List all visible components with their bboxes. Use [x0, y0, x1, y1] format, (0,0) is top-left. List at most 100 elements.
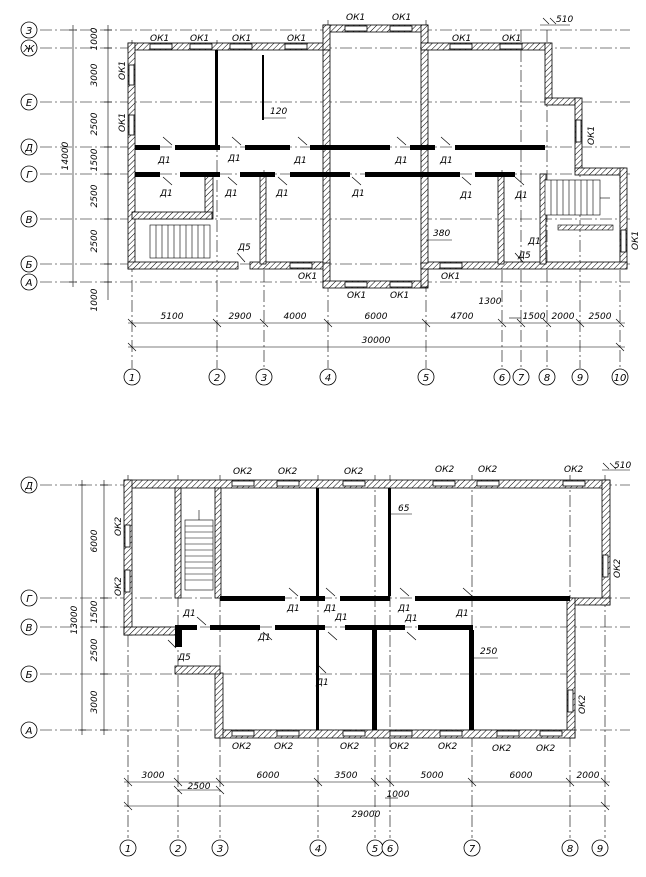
dim-text: 2500	[90, 184, 100, 207]
dim-text: 3000	[90, 63, 100, 86]
label-window-ok2: ОК2	[114, 577, 124, 596]
svg-text:1: 1	[129, 373, 135, 384]
label-window-ok2: ОК2	[344, 467, 363, 477]
col-axis-bubble: 2	[208, 368, 226, 386]
dim-text: 4000	[284, 312, 307, 322]
dim-text: 2500	[90, 112, 100, 135]
note-wall-510: 510	[556, 15, 573, 25]
lower-horizontal-dim-lines	[123, 777, 610, 811]
dim-text: 6000	[257, 771, 280, 781]
dim-text: 1300	[479, 297, 502, 307]
svg-text:8: 8	[544, 373, 550, 384]
svg-text:В: В	[26, 623, 33, 634]
label-window-ok2: ОК2	[492, 744, 511, 754]
dim-text: 3000	[90, 690, 100, 713]
note-wall-380: 380	[433, 229, 450, 239]
svg-text:Д: Д	[24, 481, 33, 492]
svg-text:3: 3	[261, 373, 267, 384]
dim-text: 2000	[552, 312, 575, 322]
dim-text: 1000	[387, 790, 410, 800]
label-door-d1: Д1	[315, 678, 329, 688]
note-wall-250: 250	[480, 647, 497, 657]
row-axis-bubble: З	[20, 21, 38, 39]
upper-labels: ОК1 ОК1 ОК1 ОК1 ОК1 ОК1 ОК1 ОК1 ОК1 ОК1 …	[118, 13, 641, 301]
label-door-d1: Д1	[514, 191, 528, 201]
label-window-ok1: ОК1	[232, 34, 251, 44]
label-window-ok1: ОК1	[118, 61, 128, 80]
label-door-d1: Д1	[159, 189, 173, 199]
label-window-ok2: ОК2	[278, 467, 297, 477]
row-axis-bubble: Г	[20, 165, 38, 183]
dim-text: 5100	[161, 312, 184, 322]
svg-text:Б: Б	[26, 260, 33, 271]
label-window-ok1: ОК1	[346, 13, 365, 23]
svg-text:4: 4	[325, 373, 331, 384]
upper-exterior-walls	[127, 24, 628, 289]
upper-col-bubbles: 1 2 3 4 5 6 7 8 9 10	[123, 368, 629, 386]
svg-text:5: 5	[372, 844, 378, 855]
dim-text: 2900	[229, 312, 252, 322]
row-axis-bubble: Д	[20, 476, 38, 494]
label-window-ok1: ОК1	[118, 113, 128, 132]
svg-text:5: 5	[423, 373, 429, 384]
svg-text:6: 6	[499, 373, 505, 384]
label-door-d1: Д1	[334, 613, 348, 623]
label-door-d1: Д1	[527, 237, 541, 247]
label-window-ok2: ОК2	[564, 465, 583, 475]
svg-text:Б: Б	[26, 670, 33, 681]
label-window-ok2: ОК2	[390, 742, 409, 752]
label-door-d1: Д1	[455, 609, 469, 619]
col-axis-bubble: 9	[571, 368, 589, 386]
label-door-d1: Д1	[182, 609, 196, 619]
lower-leaders	[385, 462, 630, 799]
dim-text: 2500	[589, 312, 612, 322]
dim-text: 1500	[90, 148, 100, 171]
label-door-d5: Д5	[177, 653, 191, 663]
upper-corridor-walls	[135, 50, 545, 177]
note-partition-65: 65	[398, 504, 410, 514]
lower-interior-walls	[175, 488, 570, 730]
dim-text: 2500	[90, 638, 100, 661]
col-axis-bubble: 6	[493, 368, 511, 386]
label-window-ok1: ОК1	[190, 34, 209, 44]
lower-row-bubbles: Д Г В Б А	[20, 476, 38, 739]
col-axis-bubble: 10	[611, 368, 629, 386]
svg-text:З: З	[26, 26, 33, 37]
svg-text:Д: Д	[24, 143, 33, 154]
svg-text:3: 3	[217, 844, 223, 855]
lower-windows	[124, 480, 609, 737]
label-window-ok2: ОК2	[274, 742, 293, 752]
upper-door-swings	[162, 136, 525, 263]
dim-text: 6000	[90, 529, 100, 552]
label-window-ok2: ОК2	[114, 517, 124, 536]
upper-floor-plan: ОК1 ОК1 ОК1 ОК1 ОК1 ОК1 ОК1 ОК1 ОК1 ОК1 …	[20, 13, 641, 386]
row-axis-bubble: Д	[20, 138, 38, 156]
upper-stairs	[149, 179, 614, 259]
col-axis-bubble: 3	[255, 368, 273, 386]
dim-text: 2500	[90, 229, 100, 252]
upper-horizontal-dim-lines	[127, 318, 625, 352]
svg-text:4: 4	[315, 844, 321, 855]
dim-text: 3000	[142, 771, 165, 781]
row-axis-bubble: В	[20, 210, 38, 228]
col-axis-bubble: 2	[169, 839, 187, 857]
lower-labels: ОК2 ОК2 ОК2 ОК2 ОК2 ОК2 ОК2 ОК2 ОК2 ОК2 …	[114, 461, 631, 754]
lower-vertical-dims: 6000 1500 2500 3000 13000	[70, 529, 100, 713]
col-axis-bubble: 5	[366, 839, 384, 857]
col-axis-bubble: 3	[211, 839, 229, 857]
col-axis-bubble: 8	[561, 839, 579, 857]
dim-text: 1500	[90, 600, 100, 623]
svg-text:2: 2	[214, 373, 220, 384]
label-door-d1: Д1	[227, 154, 241, 164]
label-window-ok2: ОК2	[340, 742, 359, 752]
lower-stairs	[184, 510, 214, 591]
row-axis-bubble: Г	[20, 589, 38, 607]
svg-text:8: 8	[567, 844, 573, 855]
label-window-ok2: ОК2	[578, 695, 588, 714]
dim-text: 2500	[188, 782, 211, 792]
col-axis-bubble: 7	[512, 368, 530, 386]
label-window-ok2: ОК2	[536, 744, 555, 754]
label-window-ok1: ОК1	[452, 34, 471, 44]
label-door-d1: Д1	[323, 604, 337, 614]
